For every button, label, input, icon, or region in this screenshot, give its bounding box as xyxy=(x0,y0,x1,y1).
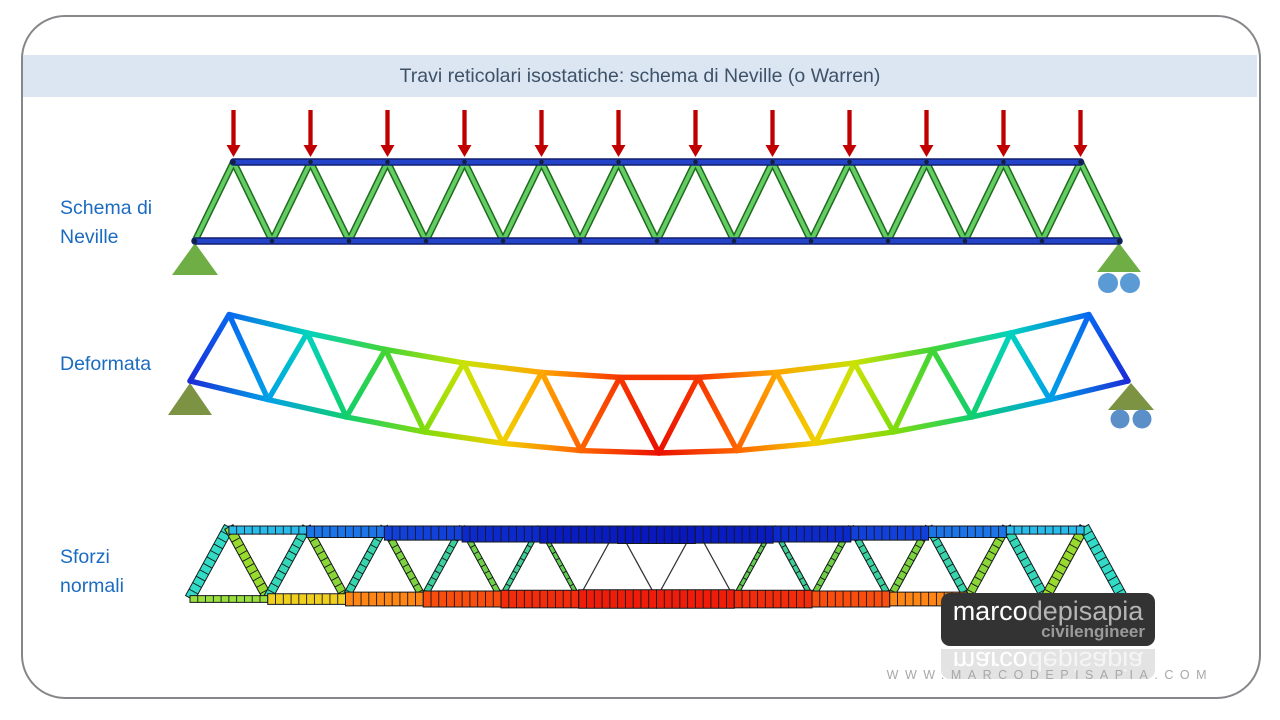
logo-name-part1: marco xyxy=(952,596,1028,626)
deformed-truss-diagram xyxy=(168,311,1154,456)
slide-title: Travi reticolari isostatiche: schema di … xyxy=(399,64,881,87)
title-band: Travi reticolari isostatiche: schema di … xyxy=(23,55,1257,97)
label-sforzi-normali: Sforzi normali xyxy=(60,543,124,601)
logo-subtitle: civilengineer xyxy=(1041,622,1145,641)
schema-truss-diagram xyxy=(172,110,1141,293)
label-line: normali xyxy=(60,575,124,597)
label-line: Schema di xyxy=(60,197,153,219)
label-line: Neville xyxy=(60,226,119,248)
label-deformata: Deformata xyxy=(60,350,151,379)
logo-block: marcodepisapia civilengineer marcodepisa… xyxy=(941,593,1155,679)
label-schema-di-neville: Schema di Neville xyxy=(60,194,152,252)
label-line: Sforzi xyxy=(60,546,110,568)
slide-frame xyxy=(21,15,1261,699)
website-url: WWW.MARCODEPISAPIA.COM xyxy=(886,668,1213,682)
logo-name: marcodepisapia xyxy=(951,597,1145,625)
logo-name-part2: depisapia xyxy=(1027,596,1144,626)
label-line: Deformata xyxy=(60,353,152,375)
logo: marcodepisapia civilengineer xyxy=(941,593,1155,646)
